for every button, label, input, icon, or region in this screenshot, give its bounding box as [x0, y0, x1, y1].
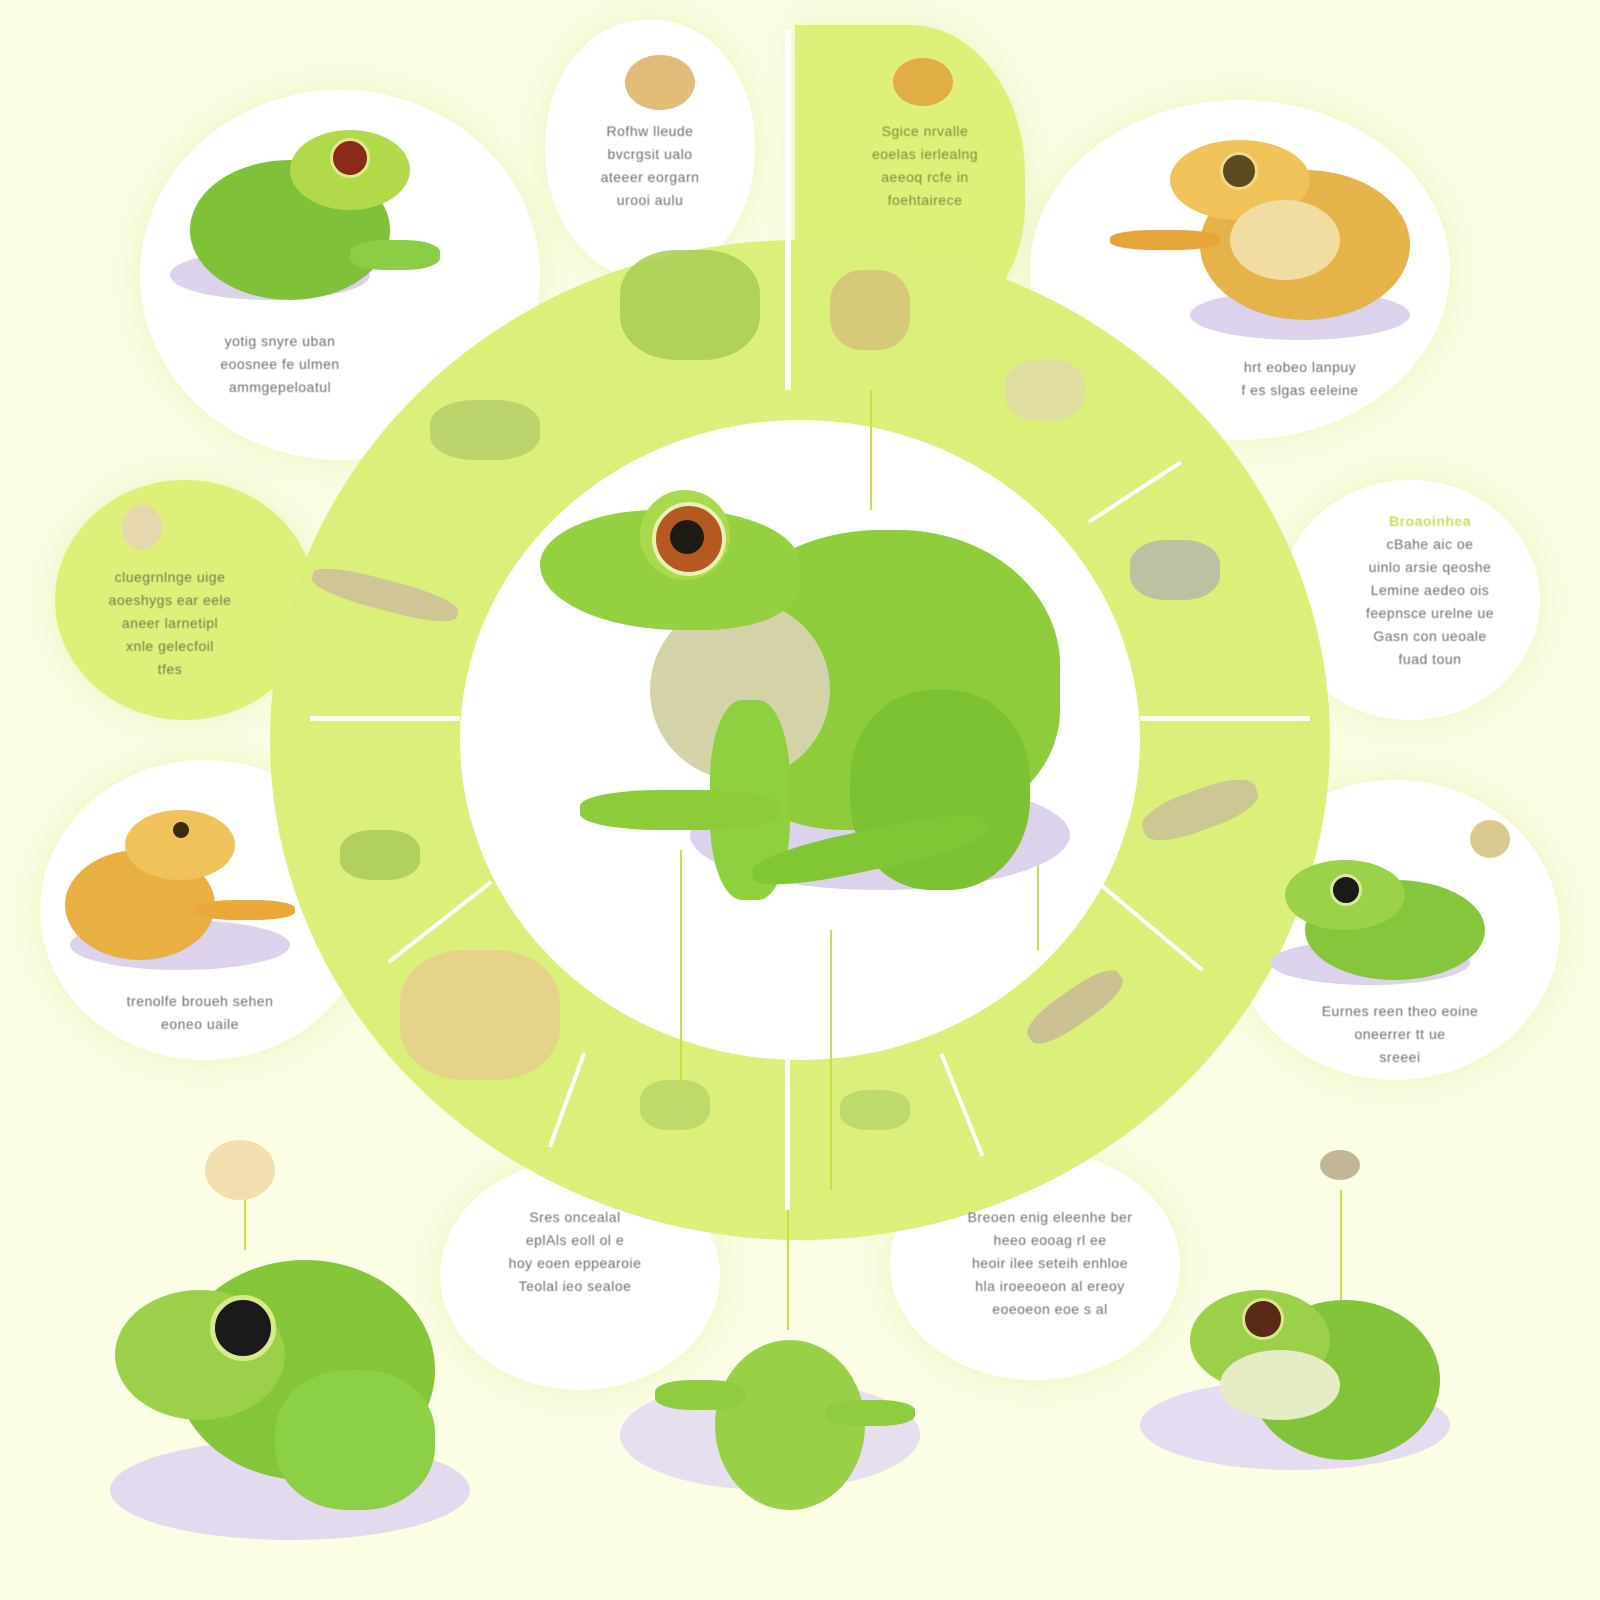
- callout-line: foehtairece: [887, 192, 963, 208]
- callout-line: Sgice nrvalle: [881, 123, 969, 139]
- shell-icon: [1470, 820, 1510, 858]
- reed-icon: [430, 400, 540, 460]
- callout-line: tfes: [157, 661, 183, 677]
- callout-line: eoelas ierlealng: [871, 146, 979, 162]
- leaf-icon: [840, 1090, 910, 1130]
- ring-divider: [1140, 716, 1310, 721]
- green-frog-top-left: [180, 120, 440, 320]
- callout-text-top-center: Rofhw lleude bvcrgsit ualo ateeer eorgar…: [555, 120, 745, 212]
- callout-line: Rofhw lleude: [606, 123, 694, 139]
- callout-line: ammgepeloatul: [228, 379, 332, 395]
- egg-cluster-icon: [830, 270, 910, 350]
- callout-line: Gasn con ueoale: [1373, 628, 1487, 644]
- shell-icon: [625, 55, 695, 110]
- callout-line: fuad toun: [1398, 651, 1462, 667]
- leader-line: [1340, 1190, 1342, 1300]
- callout-line: feepnsce urelne ue: [1365, 605, 1495, 621]
- callout-line: yotig snyre uban: [224, 333, 336, 349]
- callout-line: trenolfe broueh sehen: [126, 993, 274, 1009]
- callout-line: f es slgas eeleine: [1241, 382, 1359, 398]
- callout-line: aoeshygs ear eele: [108, 592, 232, 608]
- callout-line: xnle gelecfoil: [126, 638, 214, 654]
- leader-line: [870, 390, 872, 510]
- shell-icon: [205, 1140, 275, 1200]
- callout-text-left-middle-green: cluegrnlnge uige aoeshygs ear eele aneer…: [70, 566, 270, 681]
- berry-cluster-icon: [400, 950, 560, 1080]
- leader-line: [1037, 830, 1039, 950]
- callout-text-right-lower: Eurnes reen theo eoine oneerrer tt ue sr…: [1270, 1000, 1530, 1069]
- gold-frog-top-right: [1110, 140, 1420, 340]
- ring-divider: [310, 716, 460, 721]
- ring-divider: [785, 30, 791, 390]
- leaf-icon: [340, 830, 420, 880]
- leader-line: [680, 850, 682, 1090]
- tadpole-icon: [1005, 360, 1085, 420]
- callout-text-top-left: yotig snyre uban eoosnee fe ulmen ammgep…: [160, 330, 400, 399]
- callout-line: ateeer eorgarn: [600, 169, 700, 185]
- callout-line: hrt eobeo lanpuy: [1243, 359, 1357, 375]
- callout-text-left-lower: trenolfe broueh sehen eoneo uaile: [70, 990, 330, 1036]
- green-frog-bottom-center: [655, 1320, 915, 1540]
- callout-line: oneerrer tt ue: [1354, 1026, 1446, 1042]
- seed-pod-icon: [620, 250, 760, 360]
- green-frog-bottom-left: [115, 1250, 445, 1530]
- callout-line: cBahe aic oe: [1386, 536, 1474, 552]
- leader-line: [830, 930, 832, 1190]
- callout-line: bvcrgsit ualo: [607, 146, 693, 162]
- leader-line: [787, 1210, 789, 1330]
- callout-line: hla iroeeoeon al ereoy: [975, 1278, 1125, 1294]
- gold-frog-left: [65, 800, 295, 970]
- leader-line: [244, 1200, 246, 1250]
- callout-title: Broaoinhea: [1388, 513, 1471, 529]
- callout-text-top-right-green: Sgice nrvalle eoelas ierlealng aeeoq rcf…: [830, 120, 1020, 212]
- callout-line: eoeoeon eoe s al: [992, 1301, 1108, 1317]
- callout-line: Teolal ieo sealoe: [518, 1278, 632, 1294]
- callout-line: eoneo uaile: [161, 1016, 239, 1032]
- callout-line: aeeoq rcfe in: [881, 169, 969, 185]
- callout-line: Lemine aedeo ois: [1370, 582, 1490, 598]
- green-frog-bottom-right: [1180, 1280, 1450, 1480]
- callout-line: eplAls eoll ol e: [525, 1232, 625, 1248]
- ring-divider: [785, 1060, 790, 1210]
- callout-line: Sres oncealal: [529, 1209, 621, 1225]
- callout-line: heeo eooag rl ee: [993, 1232, 1107, 1248]
- callout-text-bottom-center-left: Sres oncealal eplAls eoll ol e hoy eoen …: [460, 1206, 690, 1298]
- green-frog-right: [1255, 860, 1495, 990]
- leaf-icon: [640, 1080, 710, 1130]
- callout-text-bottom-center-right: Breoen enig eleenhe ber heeo eooag rl ee…: [920, 1206, 1180, 1321]
- callout-line: heoir ilee seteih enhloe: [972, 1255, 1128, 1271]
- central-frog-illustration: [540, 470, 1070, 930]
- callout-line: Eurnes reen theo eoine: [1321, 1003, 1479, 1019]
- shell-icon: [1320, 1150, 1360, 1180]
- callout-line: cluegrnlnge uige: [114, 569, 226, 585]
- callout-line: Breoen enig eleenhe ber: [967, 1209, 1133, 1225]
- callout-bubble-left-middle-green: [55, 480, 315, 720]
- callout-line: aneer larnetipl: [121, 615, 219, 631]
- callout-line: eoosnee fe ulmen: [220, 356, 340, 372]
- shell-icon: [893, 58, 953, 106]
- callout-line: hoy eoen eppearoie: [508, 1255, 642, 1271]
- shell-icon: [122, 505, 162, 550]
- callout-line: uinlo arsie qeoshe: [1368, 559, 1492, 575]
- larva-icon: [1130, 540, 1220, 600]
- callout-line: sreeei: [1379, 1049, 1421, 1065]
- callout-text-right-upper: hrt eobeo lanpuy f es slgas eeleine: [1190, 356, 1410, 402]
- callout-text-right-middle: Broaoinhea cBahe aic oe uinlo arsie qeos…: [1330, 510, 1530, 671]
- callout-line: urooi aulu: [616, 192, 684, 208]
